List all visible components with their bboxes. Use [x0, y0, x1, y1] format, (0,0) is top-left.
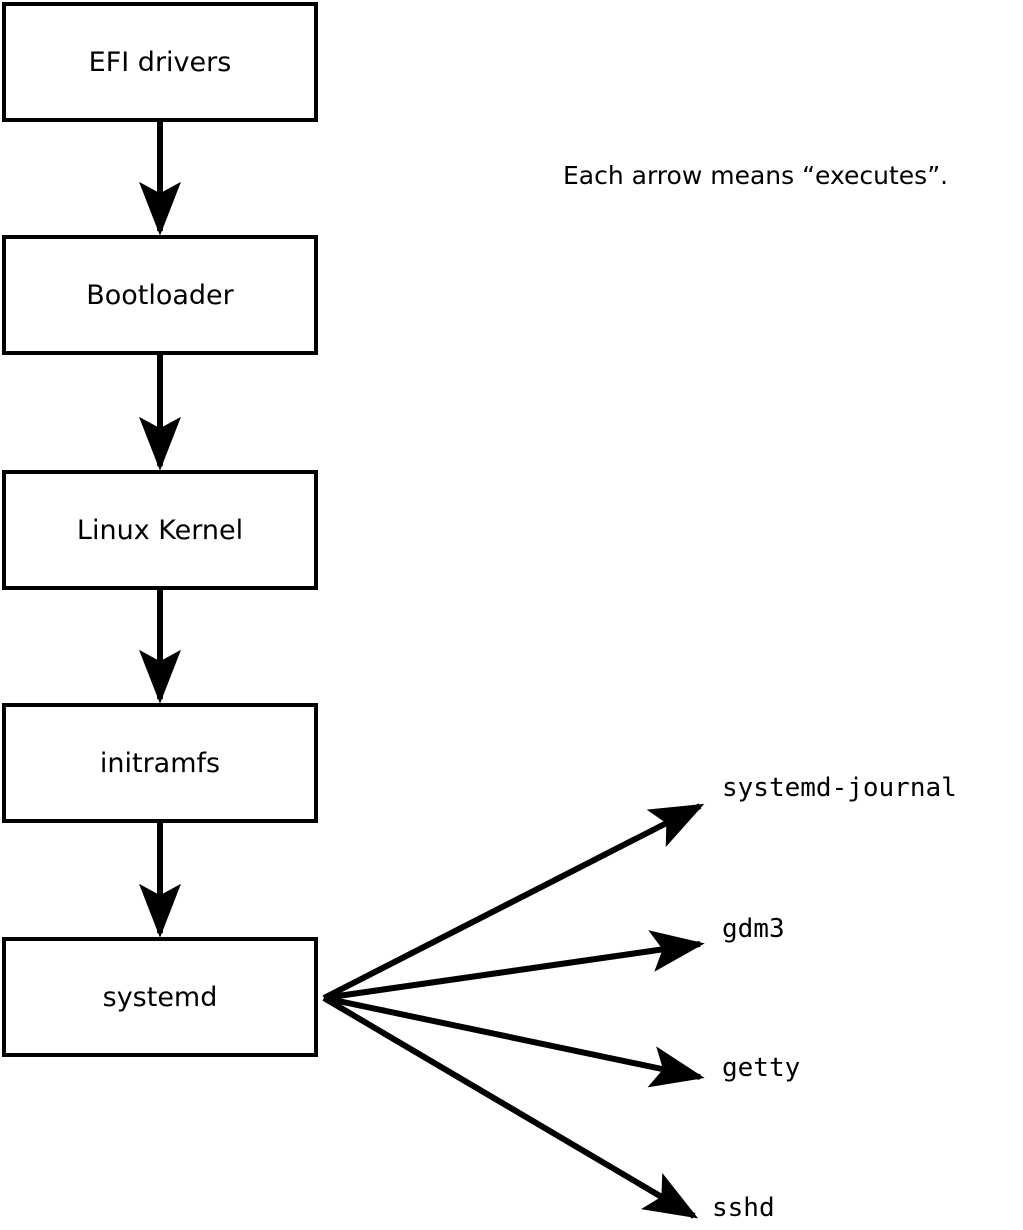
- stage-box-efi-drivers: EFI drivers: [2, 2, 318, 122]
- legend-note: Each arrow means “executes”.: [563, 161, 949, 190]
- process-label-gdm3: gdm3: [722, 914, 785, 944]
- stage-label-efi-drivers: EFI drivers: [88, 46, 232, 78]
- stage-label-systemd: systemd: [102, 981, 218, 1013]
- process-label-getty: getty: [722, 1053, 801, 1083]
- stage-box-bootloader: Bootloader: [2, 235, 318, 355]
- fanout-arrow-systemd-journal: [322, 803, 705, 1001]
- process-label-sshd: sshd: [712, 1193, 775, 1223]
- stage-box-initramfs: initramfs: [2, 703, 318, 823]
- stage-label-bootloader: Bootloader: [86, 279, 234, 311]
- fanout-arrow-gdm3: [323, 930, 705, 1001]
- stage-box-systemd: systemd: [2, 937, 318, 1057]
- process-label-systemd-journal: systemd-journal: [722, 773, 957, 803]
- fanout-arrow-sshd: [322, 995, 699, 1219]
- stage-box-linux-kernel: Linux Kernel: [2, 470, 318, 590]
- stage-label-linux-kernel: Linux Kernel: [76, 514, 244, 546]
- fanout-arrow-getty: [323, 995, 705, 1088]
- stage-label-initramfs: initramfs: [99, 747, 221, 779]
